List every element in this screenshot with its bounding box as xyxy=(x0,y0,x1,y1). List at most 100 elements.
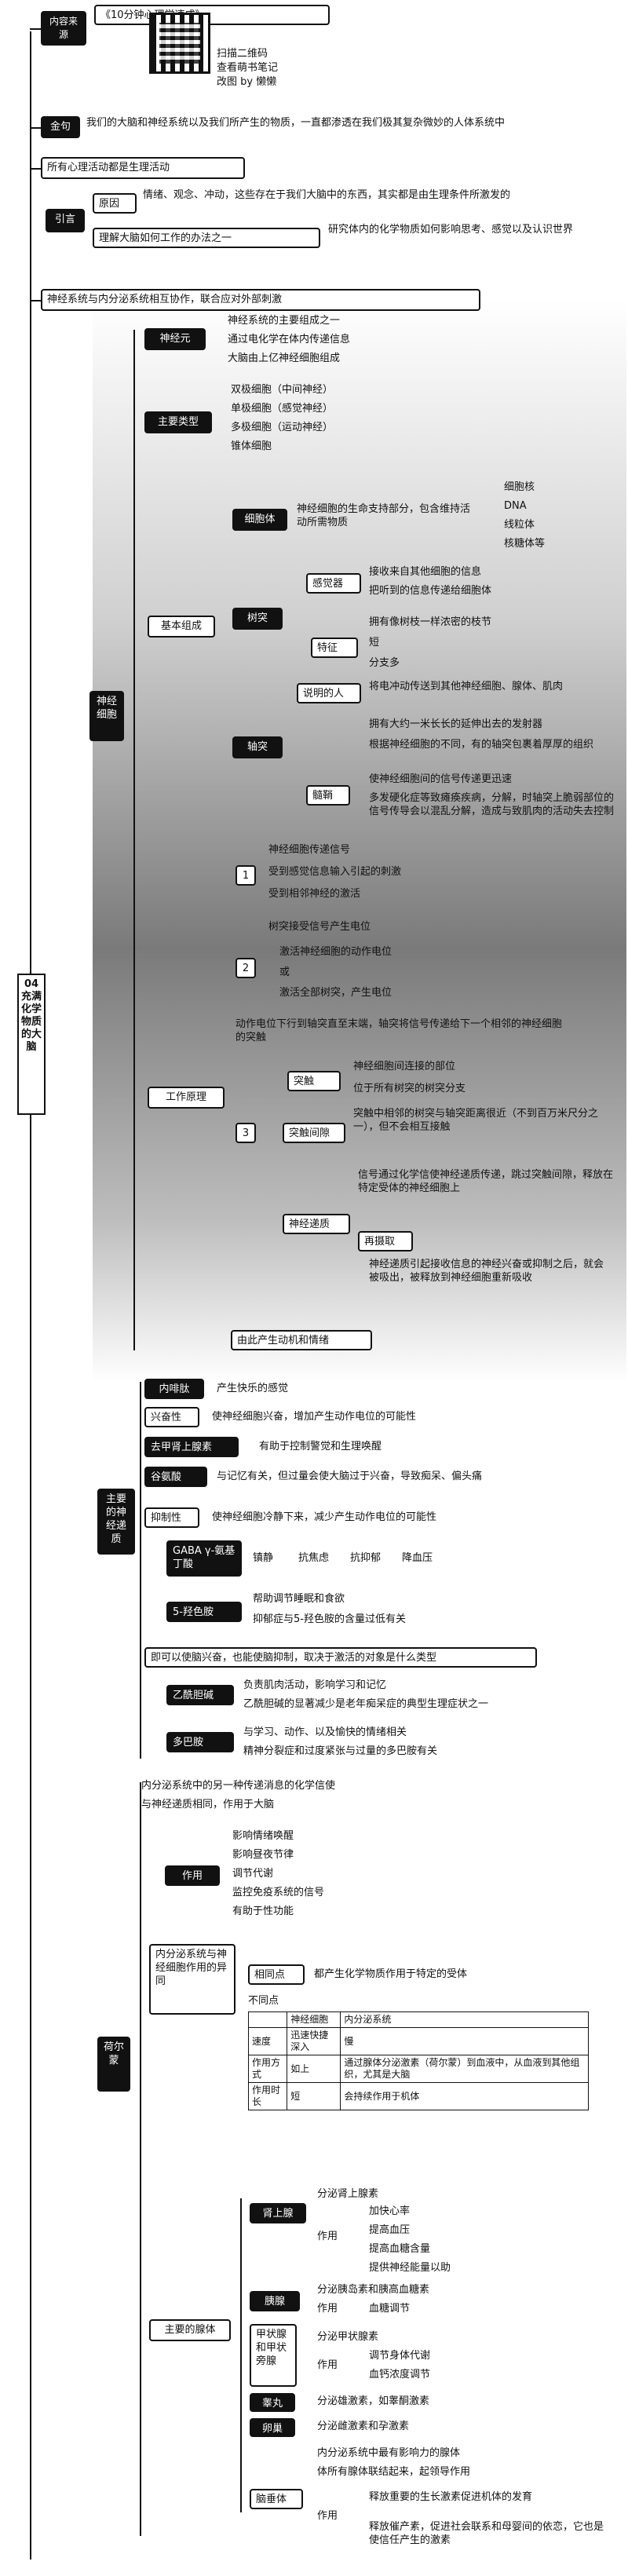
ovary-label: 卵巢 xyxy=(250,2418,295,2437)
gap-label: 突触间隙 xyxy=(283,1123,345,1143)
qr-caption-1: 扫描二维码 xyxy=(217,47,268,60)
thyroid-label: 甲状腺和甲状旁腺 xyxy=(250,2324,297,2387)
reuptake-label: 再摄取 xyxy=(358,1231,413,1251)
norepi-text: 有助于控制警觉和生理唤醒 xyxy=(259,1440,382,1453)
step2-item-3: 或 xyxy=(279,966,290,979)
table-cell: 内分泌系统 xyxy=(341,2012,589,2028)
glutamate-text: 与记忆有关，但过量会使大脑过于兴奋，导致痴呆、偏头痛 xyxy=(217,1470,617,1483)
step2-item-4: 激活全部树突，产生电位 xyxy=(279,986,392,999)
dopamine-item-2: 精神分裂症和过度紧张与过量的多巴胺有关 xyxy=(243,1745,437,1758)
ach-item-2: 乙酰胆碱的显著减少是老年痴呆症的典型生理症状之一 xyxy=(243,1697,612,1711)
glands-label: 主要的腺体 xyxy=(149,2319,231,2341)
feature-item-2: 短 xyxy=(369,636,379,649)
synapse-label: 突触 xyxy=(287,1071,341,1091)
endorphin-label: 内啡肽 xyxy=(144,1379,204,1399)
thyroid-effect-1: 调节身体代谢 xyxy=(369,2349,430,2362)
glutamate-label: 谷氨酸 xyxy=(144,1467,207,1487)
result-text: 由此产生动机和情绪 xyxy=(231,1330,372,1350)
excitatory-label: 兴奋性 xyxy=(144,1407,199,1427)
step2-item-2: 激活神经细胞的动作电位 xyxy=(279,945,392,959)
source-label: 内容来源 xyxy=(41,11,86,46)
hormone-intro-2: 与神经递质相同，作用于大脑 xyxy=(141,1798,274,1811)
intro-method-text: 研究体内的化学物质如何影响思考、感觉以及认识世界 xyxy=(328,223,619,236)
table-cell: 作用时长 xyxy=(249,2083,287,2110)
same-label: 相同点 xyxy=(248,1964,305,1985)
nerve-item-1: 神经系统的主要组成之一 xyxy=(228,314,340,327)
pancreas-effect: 血糖调节 xyxy=(369,2302,410,2315)
myelin-item-2: 多发硬化症等致瘫痪疾病，分解，时轴突上脆弱部位的信号传导会以混乱分解，造成与致肌… xyxy=(369,791,620,818)
adrenal-label: 肾上腺 xyxy=(250,2203,306,2223)
intro-title: 所有心理活动都是生理活动 xyxy=(41,157,245,179)
source-book: 《10分钟心理学速成》 xyxy=(94,5,330,25)
hormone-effect-5: 有助于性功能 xyxy=(232,1905,294,1918)
serotonin-label: 5-羟色胺 xyxy=(166,1602,242,1622)
feature-item-1: 拥有像树枝一样浓密的枝节 xyxy=(369,616,491,629)
process-label: 工作原理 xyxy=(148,1087,225,1109)
step2-item-1: 树突接受信号产生电位 xyxy=(268,920,371,934)
table-cell: 慢 xyxy=(341,2028,589,2055)
main-spine-line xyxy=(30,31,31,2560)
axon-function-label: 说明的人 xyxy=(297,683,361,703)
ovary-text: 分泌雌激素和孕激素 xyxy=(317,2420,409,2433)
quote-label: 金句 xyxy=(41,116,80,138)
dual-text: 即可以使脑兴奋，也能使脑抑制，取决于激活的对象是什么类型 xyxy=(144,1647,537,1668)
receptor-item-2: 把听到的信息传递给细胞体 xyxy=(369,584,491,597)
pancreas-effect-label: 作用 xyxy=(317,2302,338,2315)
qr-caption-2: 查看萌书笔记 xyxy=(217,61,278,75)
transmitter-text: 信号通过化学信使神经递质传递，跳过突触间隙，释放在特定受体的神经细胞上 xyxy=(358,1168,617,1195)
transmitters-label: 主要的神经递质 xyxy=(97,1489,135,1555)
same-text: 都产生化学物质作用于特定的受体 xyxy=(314,1968,467,1981)
connector-header xyxy=(30,28,41,30)
qr-code[interactable] xyxy=(149,13,210,74)
dendrite-label: 树突 xyxy=(232,608,283,630)
soma-item-3: 线粒体 xyxy=(504,518,535,532)
norepi-label: 去甲肾上腺素 xyxy=(144,1437,239,1457)
myelin-item-1: 使神经细胞间的信号传递更迅速 xyxy=(369,773,620,786)
neuron-section-title: 神经系统与内分泌系统相互协作，联合应对外部刺激 xyxy=(41,289,480,311)
table-cell: 会持续作用于机体 xyxy=(341,2083,589,2110)
pituitary-effect-label: 作用 xyxy=(317,2509,338,2523)
step3-marker: 3 xyxy=(236,1123,256,1143)
hormone-effect-1: 影响情绪唤醒 xyxy=(232,1829,294,1843)
thyroid-text: 分泌甲状腺素 xyxy=(317,2330,378,2344)
feature-item-3: 分支多 xyxy=(369,656,400,670)
testes-text: 分泌雄激素，如睾酮激素 xyxy=(317,2395,429,2408)
qr-caption-3: 改图 by 懒懒 xyxy=(217,75,276,89)
gaba-item-2: 抗焦虑 xyxy=(298,1551,329,1565)
intro-label: 引言 xyxy=(46,209,85,232)
reuptake-text: 神经递质引起接收信息的神经兴奋或抑制之后，就会被吸出，被释放到神经细胞重新吸收 xyxy=(369,1258,612,1284)
table-cell: 通过腺体分泌激素（荷尔蒙）到血液中，从血液到其他组织，尤其是大脑 xyxy=(341,2055,589,2083)
soma-label: 细胞体 xyxy=(232,509,287,531)
soma-item-2: DNA xyxy=(504,499,527,513)
excitatory-text: 使神经细胞兴奋，增加产生动作电位的可能性 xyxy=(212,1410,416,1423)
step2-marker: 2 xyxy=(236,958,256,978)
table-cell: 迅速快捷深入 xyxy=(287,2028,341,2055)
ach-item-1: 负责肌肉活动，影响学习和记忆 xyxy=(243,1679,386,1692)
neuron-branch-line xyxy=(133,330,135,1350)
gap-text: 突触中相邻的树突与轴突距离很近（不到百万米尺分之一），但不会相互接触 xyxy=(353,1107,612,1134)
structure-label: 基本组成 xyxy=(148,616,215,638)
table-cell: 速度 xyxy=(249,2028,287,2055)
nerve-item-2: 通过电化学在体内传递信息 xyxy=(228,333,350,346)
hormone-effect-label: 作用 xyxy=(165,1865,220,1886)
intro-principle-label: 原因 xyxy=(93,193,137,214)
pancreas-text: 分泌胰岛素和胰高血糖素 xyxy=(317,2283,429,2296)
compare-label: 内分泌系统与神经细胞作用的异同 xyxy=(149,1944,236,2015)
table-row: 速度 迅速快捷深入 慢 xyxy=(249,2028,589,2055)
soma-item-4: 核糖体等 xyxy=(504,537,545,550)
intro-principle-text: 情绪、观念、冲动，这些存在于我们大脑中的东西，其实都是由生理条件所激发的 xyxy=(143,188,614,202)
pancreas-label: 胰腺 xyxy=(250,2291,300,2311)
table-row: 神经细胞 内分泌系统 xyxy=(249,2012,589,2028)
table-cell: 短 xyxy=(287,2083,341,2110)
axon-label: 轴突 xyxy=(232,736,283,758)
pituitary-item-2: 体所有腺体联结起来，起领导作用 xyxy=(317,2465,470,2479)
receptor-label: 感觉器 xyxy=(306,573,361,594)
thyroid-effect-2: 血钙浓度调节 xyxy=(369,2368,430,2381)
receptor-item-1: 接收来自其他细胞的信息 xyxy=(369,565,481,579)
gaba-item-4: 降血压 xyxy=(402,1551,433,1565)
type-1: 双极细胞（中间神经） xyxy=(231,383,333,396)
hormone-branch-line xyxy=(140,1782,141,2536)
soma-text: 神经细胞的生命支持部分，包含维持活动所需物质 xyxy=(297,502,477,529)
diff-label: 不同点 xyxy=(248,1994,279,2008)
axon-feature-text: 拥有大约一米长长的延伸出去的发射器 xyxy=(369,718,620,731)
